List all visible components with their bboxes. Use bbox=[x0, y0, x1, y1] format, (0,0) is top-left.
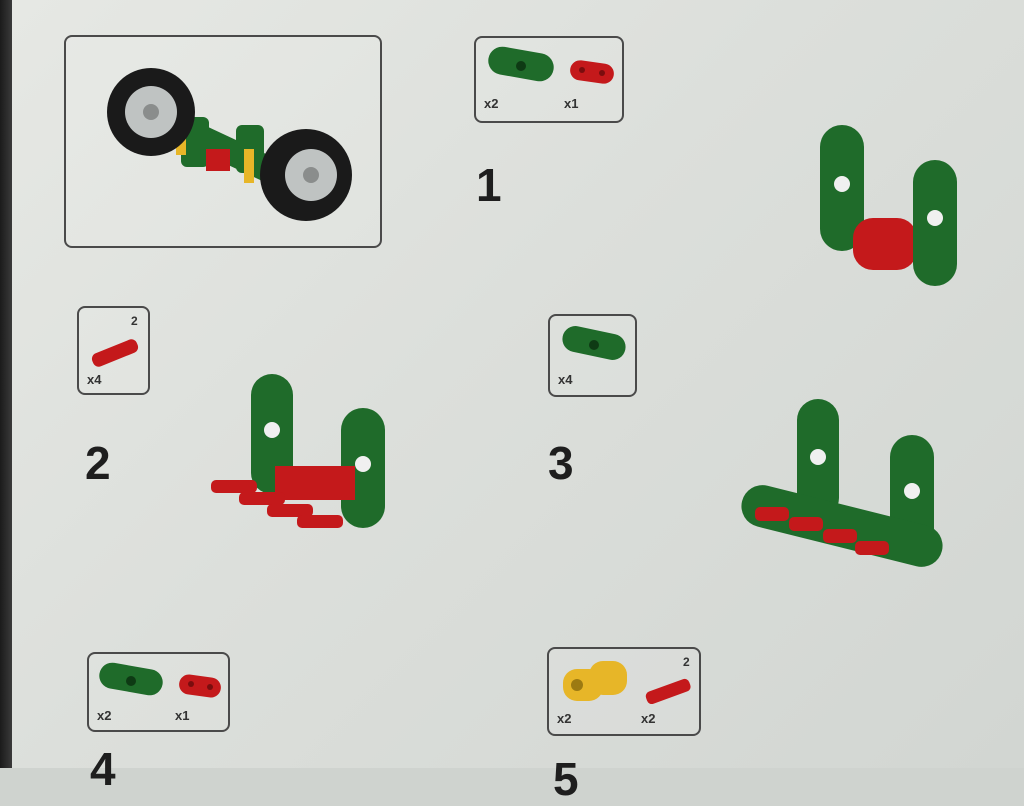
step-3-assembly-illustration bbox=[741, 399, 943, 567]
step-1-qty-red-beam: x1 bbox=[564, 96, 579, 111]
step-4-qty-green-beam: x2 bbox=[97, 708, 112, 723]
red-axle-pin-icon bbox=[645, 678, 691, 705]
step-2-assembly-illustration bbox=[211, 374, 385, 528]
step-1-parts-box: x2 x1 bbox=[474, 36, 624, 123]
red-beam-icon bbox=[179, 674, 221, 698]
step-3-qty-green-beam: x4 bbox=[558, 372, 573, 387]
step-4-number: 4 bbox=[90, 743, 116, 795]
green-beam-icon bbox=[562, 326, 626, 360]
step-5-parts-box: 2 x2 x2 bbox=[547, 647, 701, 736]
step-4-qty-red-beam: x1 bbox=[175, 708, 190, 723]
green-beam-icon bbox=[488, 46, 554, 82]
red-beam-icon bbox=[570, 60, 614, 84]
step-5-qty-yellow-connector: x2 bbox=[557, 711, 572, 726]
red-axle-pin-icon bbox=[91, 339, 139, 367]
step-3-parts-box: x4 bbox=[548, 314, 637, 397]
assembly-preview-box bbox=[64, 35, 382, 248]
yellow-connector-icon bbox=[563, 661, 627, 701]
step-5-number: 5 bbox=[553, 753, 579, 805]
axle-assembly-illustration bbox=[107, 68, 352, 221]
step-2-number: 2 bbox=[85, 437, 111, 489]
monitor-bezel bbox=[0, 0, 12, 768]
step-2-parts-box: 2 x4 bbox=[77, 306, 150, 395]
step-5-qty-axle-pin: x2 bbox=[641, 711, 656, 726]
green-beam-icon bbox=[99, 662, 163, 696]
step-4-parts-box: x2 x1 bbox=[87, 652, 230, 732]
step-1-assembly-illustration bbox=[820, 125, 957, 286]
step-3-number: 3 bbox=[548, 437, 574, 489]
step-1-number: 1 bbox=[476, 159, 502, 211]
step-2-qty-axle-pin: x4 bbox=[87, 372, 102, 387]
step-5-part-length: 2 bbox=[683, 655, 690, 669]
step-2-part-length: 2 bbox=[131, 314, 138, 328]
step-1-qty-green-beam: x2 bbox=[484, 96, 499, 111]
